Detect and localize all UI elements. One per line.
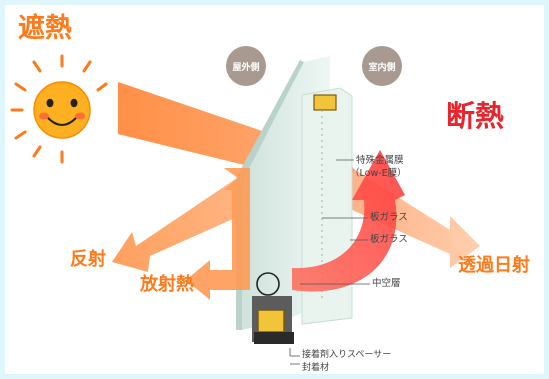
radiant-heat-label: 放射熱 [140,274,194,295]
outdoor-side-badge: 屋外側 [226,46,266,86]
sun-face-icon [33,81,91,139]
indoor-side-label: 室内側 [368,62,396,73]
insulation-title: 断熱 [446,99,505,133]
lowe-film-label-2: （Low-E膜） [350,168,407,179]
radiant-heat-arrow [186,168,250,300]
glazing-unit [236,56,353,344]
indoor-side-badge: 室内側 [362,46,402,86]
reflection-label: 反射 [70,249,106,270]
leader-lines [289,159,370,365]
sun-rays-icon [10,54,108,164]
glass-pane-label-1: 板ガラス [370,212,408,223]
outdoor-side-label: 屋外側 [232,62,260,73]
sealant-label: 封着材 [302,363,330,373]
reflected-beam [112,176,262,272]
insulation-heat-arrow [292,150,405,292]
spacer-label: 接着剤入りスペーサー [302,350,392,360]
air-layer-label: 中空層 [372,278,401,289]
transmitted-sunlight-label: 透過日射 [458,255,530,276]
lowe-film-label-1: 特殊金属膜 [356,155,404,166]
shading-title: 遮熱 [18,13,72,44]
glass-pane-label-2: 板ガラス [370,234,408,245]
